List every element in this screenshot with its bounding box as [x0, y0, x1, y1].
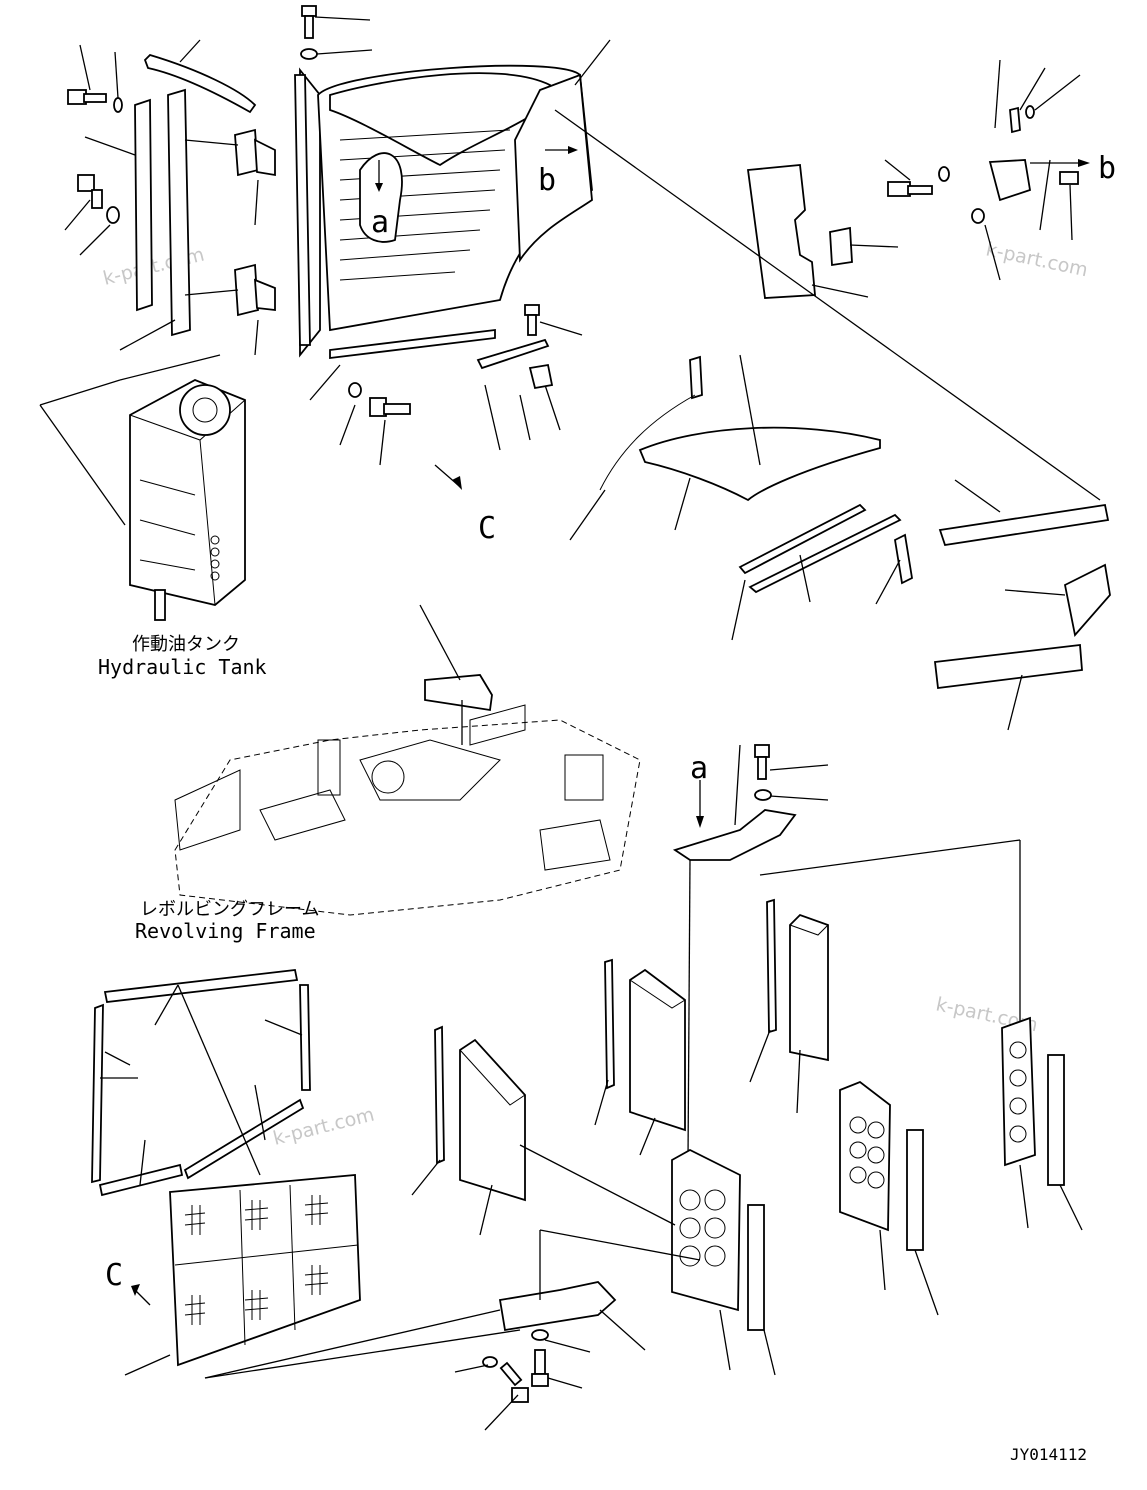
- hydraulic-tank-drawing: [129, 379, 246, 621]
- hydraulic-tank-label-en: Hydraulic Tank: [98, 655, 267, 679]
- right-cover-parts: [746, 105, 1079, 299]
- bolt-group-top: [300, 5, 318, 60]
- leader-lines-right: [554, 59, 1101, 731]
- view-marker-c: C: [478, 511, 496, 546]
- hydraulic-tank-label-jp: 作動油タンク: [132, 634, 240, 655]
- bottom-left-cover: [91, 969, 361, 1367]
- leader-lines-plate-a: [687, 744, 1021, 1161]
- view-arrow-c-top: C: [434, 464, 496, 546]
- revolving-frame-drawing: [174, 674, 641, 916]
- view-marker-c-bottom: C: [105, 1258, 123, 1293]
- door-lock-parts: [348, 304, 554, 417]
- view-marker-b-right: b: [1098, 151, 1116, 186]
- drawing-number: JY014112: [1010, 1445, 1087, 1464]
- watermark: k-part.com: [984, 238, 1090, 281]
- view-marker-a: a: [371, 205, 389, 240]
- view-marker-b: b: [538, 163, 556, 198]
- leader-lines-tank: [39, 354, 221, 526]
- insulation-pads: [434, 898, 1065, 1331]
- mounting-plate-a: a: [672, 744, 797, 861]
- leader-lines-frame: [419, 604, 463, 745]
- view-arrow-c-bottom: C: [105, 1258, 151, 1306]
- bottom-bracket-bolts: [482, 1281, 617, 1403]
- view-arrows-top: a b: [371, 146, 578, 240]
- revolving-frame-label-en: Revolving Frame: [135, 919, 316, 943]
- leader-lines-bottom: [100, 984, 1083, 1431]
- revolving-frame-label-jp: レボルビングフレーム: [140, 899, 319, 920]
- hood-door-assembly: [294, 64, 593, 360]
- watermark: k-part.com: [101, 243, 207, 289]
- view-arrow-b-right: b: [1030, 151, 1116, 186]
- leader-lines-top: [64, 16, 611, 541]
- roof-panel-parts: [599, 355, 1111, 690]
- view-marker-a-bottom: a: [690, 751, 708, 786]
- left-hinge-parts: [67, 53, 276, 337]
